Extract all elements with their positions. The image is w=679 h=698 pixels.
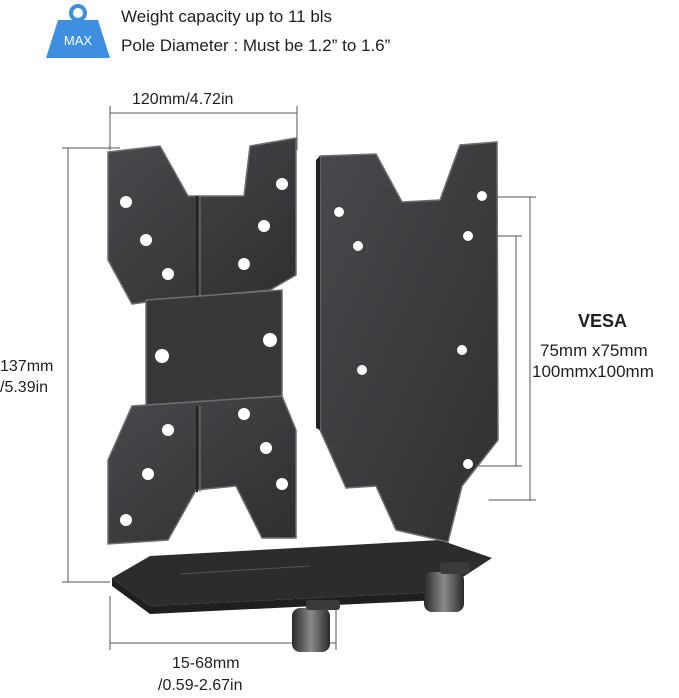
base-plate [112, 540, 492, 614]
depth-dimension-label-2: /0.59-2.67in [158, 677, 243, 694]
pole-diameter-text: Pole Diameter : Must be 1.2” to 1.6” [121, 36, 391, 55]
height-dimension-label-2: /5.39in [0, 379, 49, 396]
depth-dimension-label-1: 15-68mm [172, 655, 240, 672]
knob-back [424, 562, 470, 612]
height-dimension-label-1: 137mm [0, 358, 54, 375]
weight-icon: MAX [46, 4, 110, 58]
vesa-size-100: 100mmx100mm [532, 362, 654, 381]
knob-front [292, 600, 340, 652]
weight-capacity-text: Weight capacity up to 11 bls [121, 7, 333, 26]
right-plate [316, 141, 499, 543]
weight-badge-label: MAX [64, 33, 93, 48]
left-plate [107, 137, 297, 545]
width-dimension-label: 120mm/4.72in [132, 91, 234, 108]
vesa-size-75: 75mm x75mm [540, 341, 648, 360]
dimension-lines [62, 106, 536, 650]
vesa-title: VESA [578, 311, 628, 331]
